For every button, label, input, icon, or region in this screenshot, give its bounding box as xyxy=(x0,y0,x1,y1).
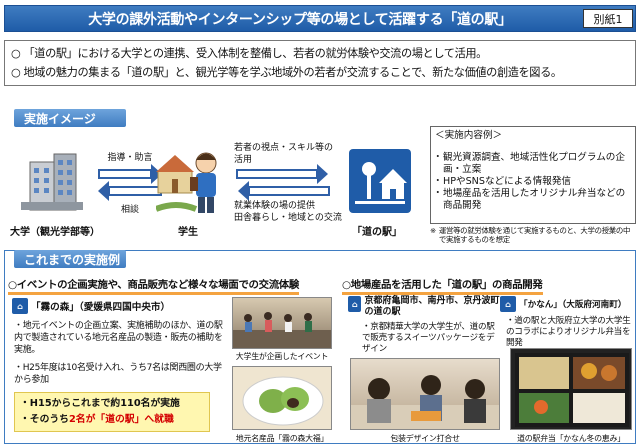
design-meeting-photo xyxy=(350,358,500,430)
attachment-badge: 別紙1 xyxy=(583,9,633,28)
left-highlight-box: ・H15からこれまで約110名が実施 ・そのうち2名が「道の駅」へ就職 xyxy=(14,392,210,432)
left-card-title: 「霧の森」（愛媛県四国中央市） xyxy=(31,302,171,313)
design-meeting-caption: 包装デザイン打合せ xyxy=(390,434,460,443)
implementation-note: ※ 運営等の就労体験を通じて実施するものと、大学の授業の中で実施するものを想定 xyxy=(430,226,636,244)
right-card2-bullet: ・道の駅と大阪府立大学の大学生のコラボによりオリジナル弁当を開発 xyxy=(506,316,631,348)
arrow-left-icon xyxy=(98,181,162,201)
arrow-left-icon xyxy=(238,181,330,201)
right-card1-bullet: ・京都精華大学の大学生が、道の駅で販売するスイーツパッケージをデザイン xyxy=(362,322,495,354)
event-photo xyxy=(232,297,332,349)
bento-photo xyxy=(510,348,632,430)
daifuku-photo xyxy=(232,366,332,430)
station-to-student-label: 就業体験の場の提供 田舎暮らし・地域との交流 xyxy=(234,201,342,223)
highlight-emphasis: 2名が「道の駅」へ就職 xyxy=(68,414,174,425)
michi-no-eki-logo-icon xyxy=(349,149,411,213)
michi-no-eki-logo-icon: ⌂ xyxy=(348,296,362,312)
page-title: 大学の課外活動やインターンシップ等の場として活躍する「道の駅」 xyxy=(4,5,636,32)
purpose-line-1: ○ 「道の駅」における大学との連携、受入体制を整備し、若者の就労体験や交流の場と… xyxy=(11,47,487,60)
section-label-image: 実施イメージ xyxy=(14,109,126,127)
cases-box xyxy=(4,250,636,444)
left-case-title: ○イベントの企画実施や、商品販売など様々な場面での交流体験 xyxy=(8,276,334,295)
university-label: 大学（観光学部等） xyxy=(10,227,100,238)
content-title: ＜実施内容例＞ xyxy=(435,130,503,141)
content-list: 観光資源調査、地域活性化プログラムの企画・立案 HPやSNSなどによる情報発信 … xyxy=(433,152,631,212)
university-building-icon xyxy=(16,150,88,212)
left-bullet-1: ・地元イベントの企画立案、実施補助のほか、道の駅内で製造されている地元名産品の製… xyxy=(14,321,223,355)
right-case-title-text: ○地場産品を活用した「道の駅」の商品開発 xyxy=(342,279,543,295)
arrow-right-icon xyxy=(236,164,328,184)
right-card1-title: 京都府亀岡市、南丹市、京丹波町の道の駅 xyxy=(364,296,500,317)
content-examples-box: ＜実施内容例＞ 観光資源調査、地域活性化プログラムの企画・立案 HPやSNSなど… xyxy=(430,126,636,224)
michi-no-eki-logo-icon: ⌂ xyxy=(12,298,28,314)
arrow-bottom-label: 相談 xyxy=(120,205,139,215)
purpose-line-2: ○ 地域の魅力の集まる「道の駅」と、観光学等を学ぶ地域外の若者が交流することで、… xyxy=(11,66,562,79)
highlight-line-2: ・そのうち2名が「道の駅」へ就職 xyxy=(20,412,204,428)
note-mark: ※ xyxy=(430,226,436,235)
content-item: 観光資源調査、地域活性化プログラムの企画・立案 xyxy=(433,152,631,176)
arrow-right-icon xyxy=(98,164,162,184)
event-photo-caption: 大学生が企画したイベント xyxy=(235,352,329,361)
highlight-prefix: ・そのうち xyxy=(20,414,69,425)
content-item: 地場産品を活用したオリジナル弁当などの商品開発 xyxy=(433,188,631,212)
left-card-head: ⌂ 「霧の森」（愛媛県四国中央市） xyxy=(12,298,170,314)
daifuku-photo-caption: 地元名産品「霧の森大福」 xyxy=(235,434,329,443)
station-label: 「道の駅」 xyxy=(352,227,402,238)
arrow-top-label: 指導・助言 xyxy=(107,153,153,163)
purpose-box: ○ 「道の駅」における大学との連携、受入体制を整備し、若者の就労体験や交流の場と… xyxy=(4,40,636,86)
left-bullet-2: ・H25年度は10名受け入れ、うち7名は関西圏の大学から参加 xyxy=(14,363,222,385)
left-case-title-text: ○イベントの企画実施や、商品販売など様々な場面での交流体験 xyxy=(8,279,299,295)
student-illustration-icon xyxy=(154,145,228,217)
right-card2-title: 「かなん」（大阪府河南町） xyxy=(519,300,627,310)
note-text: 運営等の就労体験を通じて実施するものと、大学の授業の中で実施するものを想定 xyxy=(438,226,631,244)
right-card2-head: ⌂ 「かなん」（大阪府河南町） xyxy=(500,296,636,312)
content-item: HPやSNSなどによる情報発信 xyxy=(433,176,631,188)
bento-photo-caption: 道の駅弁当「かなん冬の恵み」 xyxy=(517,434,625,443)
michi-no-eki-logo-icon: ⌂ xyxy=(500,296,516,312)
section-label-cases: これまでの実施例 xyxy=(14,250,126,268)
right-case-title: ○地場産品を活用した「道の駅」の商品開発 xyxy=(342,276,632,295)
right-card1-head: ⌂ 京都府亀岡市、南丹市、京丹波町の道の駅 xyxy=(348,296,508,318)
student-label: 学生 xyxy=(178,227,198,238)
student-to-station-label: 若者の視点・スキル等の 活用 xyxy=(234,143,334,165)
highlight-line-1: ・H15からこれまで約110名が実施 xyxy=(20,398,180,409)
title-text: 大学の課外活動やインターンシップ等の場として活躍する「道の駅」 xyxy=(88,11,512,28)
